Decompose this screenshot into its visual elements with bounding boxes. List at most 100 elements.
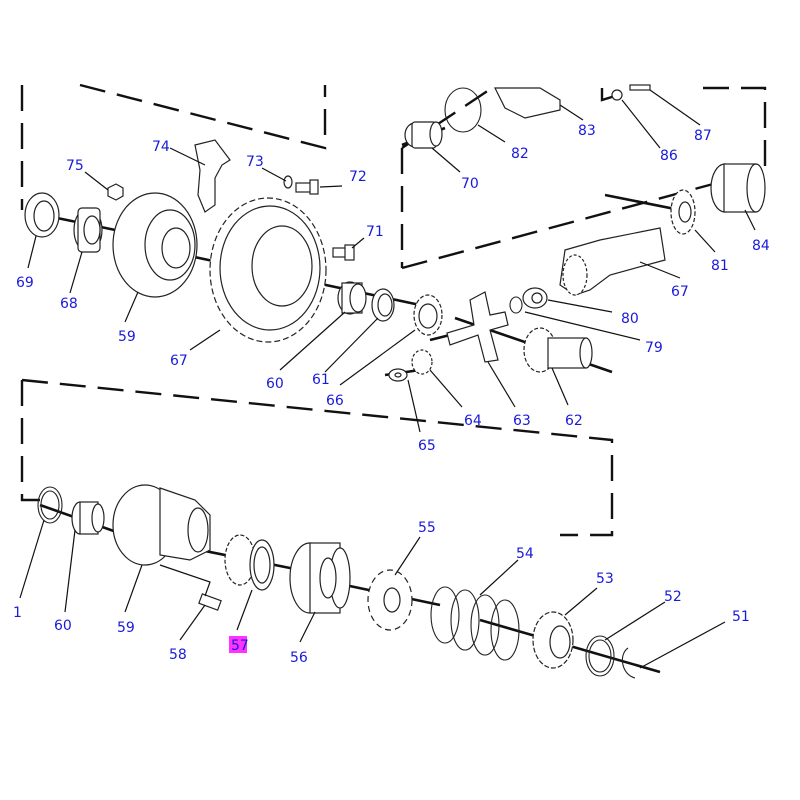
callout-label[interactable]: 59 [118,329,136,345]
part-61-thrust-washer[interactable] [371,288,395,322]
callout-61[interactable]: 61 [312,372,330,388]
callout-label[interactable]: 66 [326,393,344,409]
callout-59a[interactable]: 59 [118,329,136,345]
callout-label[interactable]: 67 [671,284,689,300]
callout-86[interactable]: 86 [660,148,678,164]
part-72-bolt[interactable] [295,179,319,195]
part-51-retaining-ring[interactable] [621,647,636,679]
part-53-clutch-gear[interactable] [532,611,574,669]
callout-74[interactable]: 74 [152,139,170,155]
callout-label[interactable]: 60 [266,376,284,392]
callout-70[interactable]: 70 [461,176,479,192]
callout-87[interactable]: 87 [694,128,712,144]
callout-label[interactable]: 51 [732,609,750,625]
part-73-washer[interactable] [283,175,293,189]
part-75-nut[interactable] [107,183,124,201]
callout-label[interactable]: 62 [565,413,583,429]
part-60-bearing-cup[interactable] [337,281,367,315]
callout-label[interactable]: 72 [349,169,367,185]
callout-label[interactable]: 73 [246,154,264,170]
part-56-ring[interactable] [289,542,351,614]
part-58-bolt[interactable] [198,593,222,611]
callout-label[interactable]: 75 [66,158,84,174]
part-74-lock-bracket[interactable] [194,139,231,213]
callout-label[interactable]: 54 [516,546,534,562]
callout-64[interactable]: 64 [464,413,482,429]
part-86-washer[interactable] [611,89,623,101]
callout-label[interactable]: 86 [660,148,678,164]
callout-56[interactable]: 56 [290,650,308,666]
part-81-bearing-cone[interactable] [670,189,696,235]
callout-55[interactable]: 55 [418,520,436,536]
callout-label[interactable]: 80 [621,311,639,327]
part-54-spring[interactable] [430,586,520,661]
callout-label[interactable]: 70 [461,176,479,192]
callout-72[interactable]: 72 [349,169,367,185]
part-67-drive-pinion[interactable] [559,227,666,296]
callout-60b[interactable]: 60 [54,618,72,634]
part-70-bearing-cup[interactable] [404,121,443,149]
part-64-pinion-gear[interactable] [411,349,433,375]
part-87-pin[interactable] [629,84,651,91]
callout-label[interactable]: 53 [596,571,614,587]
part-57-clutch-collar[interactable] [224,534,275,591]
callout-54[interactable]: 54 [516,546,534,562]
callout-label[interactable]: 84 [752,238,770,254]
callout-label[interactable]: 82 [511,146,529,162]
part-52-snap-ring[interactable] [585,635,615,677]
callout-label[interactable]: 69 [16,275,34,291]
part-69-bearing-cup[interactable] [24,192,60,238]
part-63-spider[interactable] [446,291,509,363]
part-71-bolt[interactable] [332,244,355,261]
callout-label[interactable]: 67 [170,353,188,369]
callout-62[interactable]: 62 [565,413,583,429]
callout-71[interactable]: 71 [366,224,384,240]
callout-57[interactable]: 57 [229,636,249,654]
part-80-washer[interactable] [522,287,548,309]
callout-label[interactable]: 74 [152,139,170,155]
part-66-side-gear[interactable] [413,294,443,336]
part-60-bearing-cone[interactable] [71,501,105,535]
callout-label[interactable]: 65 [418,438,436,454]
part-55-plate[interactable] [367,569,413,631]
part-62-side-gear[interactable] [523,327,593,373]
callout-51[interactable]: 51 [732,609,750,625]
callout-label[interactable]: 57 [231,638,249,654]
part-82-snap-ring[interactable] [444,87,482,133]
callout-82[interactable]: 82 [511,146,529,162]
callout-label[interactable]: 59 [117,620,135,636]
callout-label[interactable]: 64 [464,413,482,429]
callout-60a[interactable]: 60 [266,376,284,392]
callout-63[interactable]: 63 [513,413,531,429]
callout-label[interactable]: 79 [645,340,663,356]
callout-80[interactable]: 80 [621,311,639,327]
callout-label[interactable]: 71 [366,224,384,240]
part-59-case-half[interactable] [112,484,211,566]
callout-53[interactable]: 53 [596,571,614,587]
callout-1[interactable]: 1 [13,605,22,621]
part-67-ring-gear[interactable] [209,197,327,343]
callout-label[interactable]: 58 [169,647,187,663]
callout-label[interactable]: 55 [418,520,436,536]
callout-label[interactable]: 1 [13,605,22,621]
callout-66[interactable]: 66 [326,393,344,409]
callout-75[interactable]: 75 [66,158,84,174]
callout-73[interactable]: 73 [246,154,264,170]
part-79-ring[interactable] [509,296,523,314]
callout-68[interactable]: 68 [60,296,78,312]
callout-label[interactable]: 63 [513,413,531,429]
callout-label[interactable]: 52 [664,589,682,605]
callout-label[interactable]: 87 [694,128,712,144]
callout-67b[interactable]: 67 [671,284,689,300]
part-65-washer[interactable] [388,368,408,382]
callout-79[interactable]: 79 [645,340,663,356]
callout-84[interactable]: 84 [752,238,770,254]
callout-label[interactable]: 61 [312,372,330,388]
callout-58[interactable]: 58 [169,647,187,663]
callout-52[interactable]: 52 [664,589,682,605]
callout-label[interactable]: 68 [60,296,78,312]
callout-69[interactable]: 69 [16,275,34,291]
callout-label[interactable]: 81 [711,258,729,274]
callout-label[interactable]: 60 [54,618,72,634]
callout-label[interactable]: 83 [578,123,596,139]
